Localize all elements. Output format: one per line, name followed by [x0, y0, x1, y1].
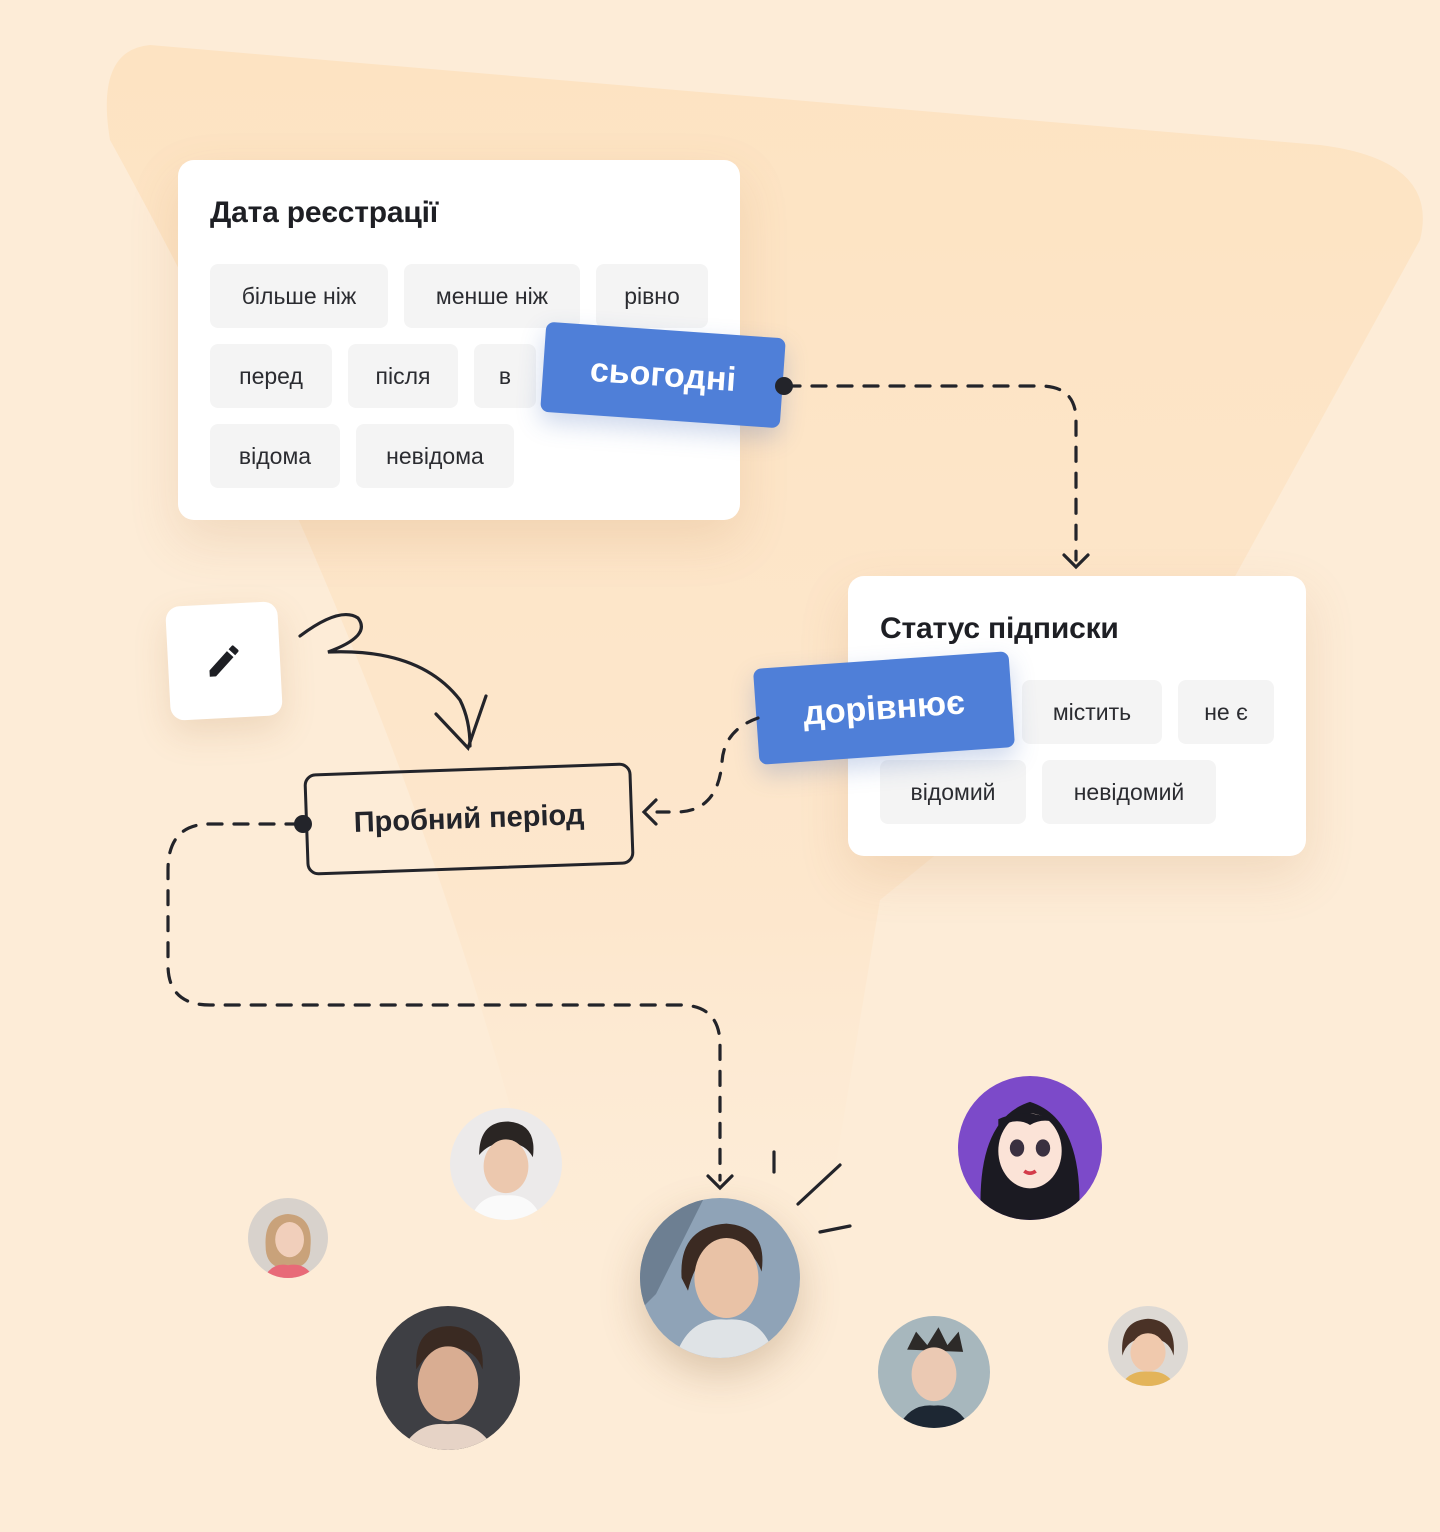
avatar-woman-center-highlighted[interactable]	[640, 1198, 800, 1358]
chip-in[interactable]: в	[474, 344, 536, 408]
subscription-status-title: Статус підписки	[880, 612, 1119, 645]
pencil-icon	[209, 645, 239, 677]
registration-date-card: Дата реєстрації більше ніж менше ніж рів…	[178, 160, 740, 520]
chip-known[interactable]: відома	[210, 424, 340, 488]
avatar-man-crown[interactable]	[878, 1316, 990, 1428]
chip-unknown-status[interactable]: невідомий	[1042, 760, 1216, 824]
avatar-woman-blonde[interactable]	[248, 1198, 328, 1278]
chip-more-than[interactable]: більше ніж	[210, 264, 388, 328]
avatar-anime-girl[interactable]	[958, 1076, 1102, 1220]
registration-date-title: Дата реєстрації	[210, 196, 438, 229]
chip-known-status[interactable]: відомий	[880, 760, 1026, 824]
edit-button[interactable]	[165, 601, 283, 721]
avatar-man-dark-hair[interactable]	[450, 1108, 562, 1220]
avatar-man-portrait[interactable]	[376, 1306, 520, 1450]
chip-is-not[interactable]: не є	[1178, 680, 1274, 744]
tag-today[interactable]: сьогодні	[540, 321, 786, 429]
chip-contains[interactable]: містить	[1022, 680, 1162, 744]
tag-equals[interactable]: дорівнює	[752, 651, 1016, 765]
chip-after[interactable]: після	[348, 344, 458, 408]
chip-unknown[interactable]: невідома	[356, 424, 514, 488]
chip-less-than[interactable]: менше ніж	[404, 264, 580, 328]
chip-before[interactable]: перед	[210, 344, 332, 408]
avatar-child[interactable]	[1108, 1306, 1188, 1386]
chip-exactly[interactable]: рівно	[596, 264, 708, 328]
trial-period-box[interactable]: Пробний період	[303, 762, 635, 876]
trial-period-label: Пробний період	[353, 798, 585, 839]
